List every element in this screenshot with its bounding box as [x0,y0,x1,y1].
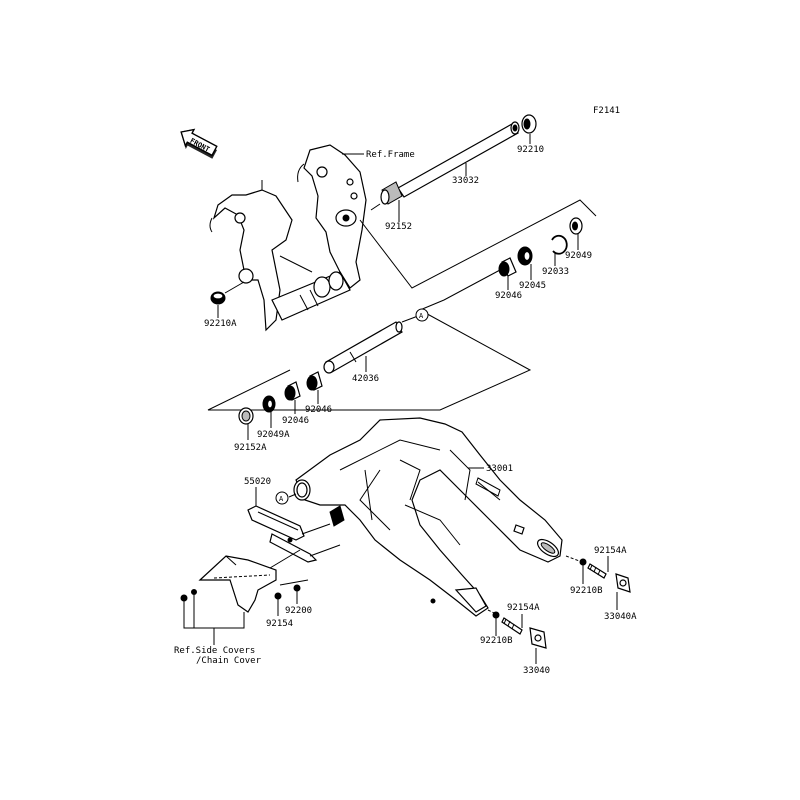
ref-chain-cover [198,555,277,613]
part-33032-pivot-shaft [397,121,520,198]
label-92049A: 92049A [257,430,290,440]
part-92210-nut [521,114,537,134]
part-92046-bearing-low [284,381,301,401]
part-92210A-nut [210,291,226,305]
label-92045: 92045 [519,281,546,291]
part-92210B-nut-right [579,558,587,566]
part-92154-bolt [274,592,282,600]
frame-pivot [209,144,367,332]
callout-a-upper [415,308,429,322]
part-92210B-nut-left [492,611,500,619]
label-92049: 92049 [565,251,592,261]
callout-a-lower [275,491,289,505]
label-92154A-left: 92154A [507,603,540,613]
ref-side-covers-label: Ref.Side Covers [174,646,255,656]
label-42036: 42036 [352,374,379,384]
part-92049-seal [569,217,583,235]
part-55020-chain-slider [247,505,318,563]
part-92152-collar [380,181,403,205]
label-33032: 33032 [452,176,479,186]
label-92046-low: 92046 [282,416,309,426]
label-92210A: 92210A [204,319,237,329]
part-92152A-collar [238,407,254,425]
ref-frame-label: Ref.Frame [366,150,415,160]
label-33040A: 33040A [604,612,637,622]
label-92046-mid: 92046 [305,405,332,415]
part-33001-swingarm [293,417,563,617]
part-92046-bearing-mid [306,371,323,391]
part-92154A-bolt-left [501,617,523,635]
callout-a-lower-label: A [279,495,284,503]
side-cover-bolt-icon [180,594,188,602]
label-92152A: 92152A [234,443,267,453]
part-92154A-bolt-right [587,563,607,579]
label-92200: 92200 [285,606,312,616]
side-cover-grommet-icon [191,589,197,595]
part-92049A-seal [262,395,276,413]
label-92033: 92033 [542,267,569,277]
label-92046-upper: 92046 [495,291,522,301]
part-33040-adjuster-left [529,627,547,649]
label-92152: 92152 [385,222,412,232]
callout-a-upper-label: A [419,312,424,320]
label-92154A-right: 92154A [594,546,627,556]
part-42036-sleeve [323,321,403,374]
part-92033-circlip [551,234,568,255]
figure-code: F2141 [593,106,620,116]
label-92154: 92154 [266,619,293,629]
part-92045-bearing [517,246,533,266]
part-92200-grommet [293,584,301,592]
part-33040A-adjuster-right [615,573,631,593]
label-92210B-left: 92210B [480,636,513,646]
label-92210B-right: 92210B [570,586,603,596]
label-92210: 92210 [517,145,544,155]
label-33040: 33040 [523,666,550,676]
label-33001: 33001 [486,464,513,474]
ref-chain-cover-label: /Chain Cover [196,656,262,666]
label-55020: 55020 [244,477,271,487]
part-92046-bearing-upper [498,257,517,277]
front-arrow-icon: FRONT [180,128,218,159]
